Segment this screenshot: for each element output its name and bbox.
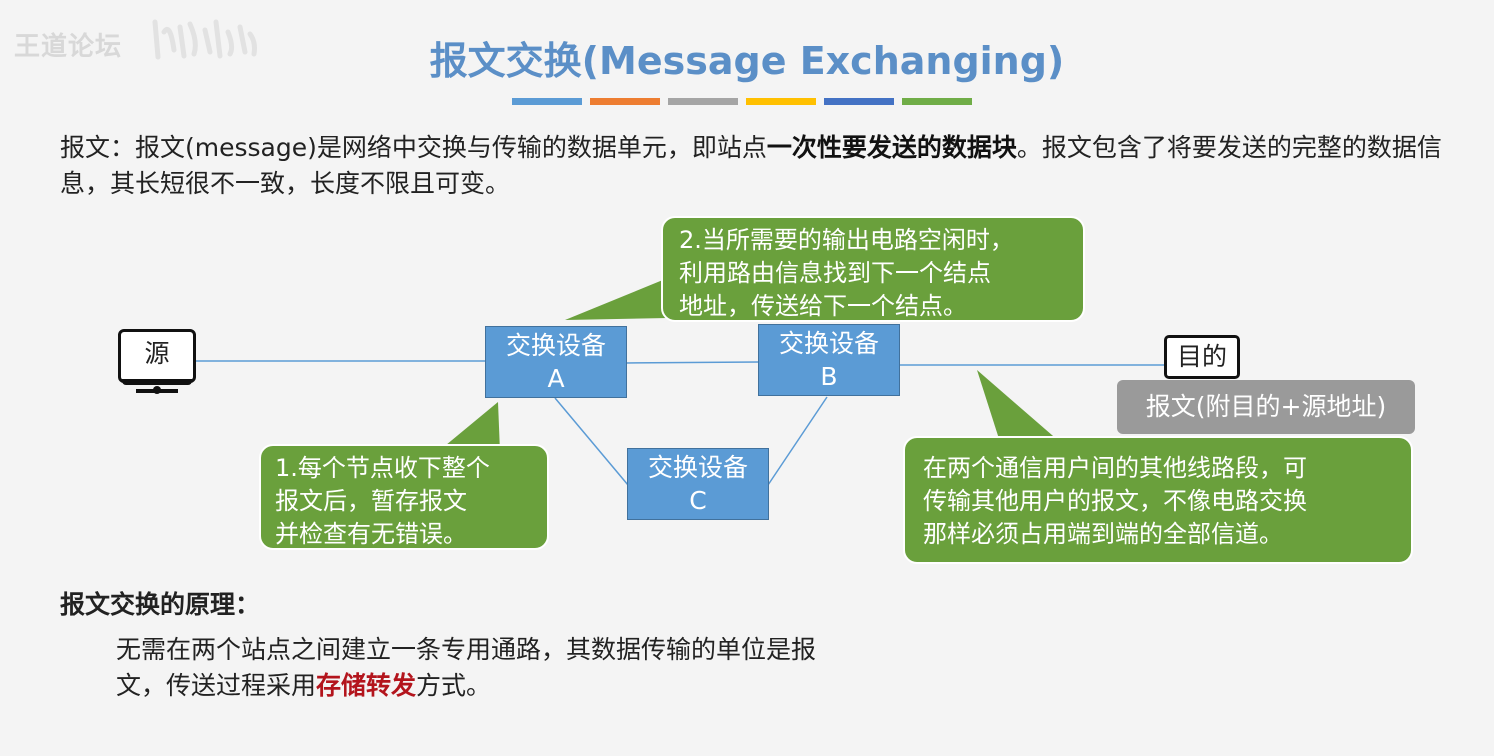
title-bar-segment [590, 98, 660, 105]
intro-text-1: 报文：报文(message)是网络中交换与传输的数据单元，即站点 [60, 133, 767, 162]
source-stand [122, 379, 192, 385]
callout-3-line-2: 传输其他用户的报文，不像电路交换 [923, 487, 1307, 515]
principle-text-1: 无需在两个站点之间建立一条专用通路，其数据传输的单位是报文，传送过程采用 [116, 635, 817, 700]
callout-2-line-2: 利用路由信息找到下一个结点 [679, 259, 991, 287]
intro-bold-text: 一次性要发送的数据块 [766, 133, 1017, 162]
destination-label: 目的 [1176, 342, 1227, 371]
watermark-logo: 王道论坛 [14, 32, 123, 62]
switch-a: 交换设备 A [485, 326, 627, 398]
title-color-bar [512, 98, 972, 105]
link-a-b [625, 361, 760, 364]
principle-heading: 报文交换的原理： [60, 590, 261, 619]
switch-b-name: 交换设备 [778, 329, 879, 358]
intro-text-2: 。报文包含了将要发送的完整的数据信息，其长短很不一致，长度不限且可变。 [60, 133, 1442, 198]
intro-paragraph: 报文：报文(message)是网络中交换与传输的数据单元，即站点一次性要发送的数… [60, 130, 1480, 202]
title-bar-segment [902, 98, 972, 105]
callout-3-line-3: 那样必须占用端到端的全部信道。 [923, 520, 1283, 548]
callout-other-users: 在两个通信用户间的其他线路段，可 传输其他用户的报文，不像电路交换 那样必须占用… [903, 436, 1413, 564]
page-title: 报文交换(Message Exchanging) [429, 39, 1065, 83]
switch-a-name: 交换设备 [505, 331, 606, 360]
callout-3-line-1: 在两个通信用户间的其他线路段，可 [923, 454, 1307, 482]
link-a-c [554, 397, 629, 486]
switch-c-name: 交换设备 [647, 453, 748, 482]
link-b-c [767, 396, 828, 486]
source-dot [153, 386, 161, 394]
callout-2-tail [565, 275, 675, 320]
callout-store: 1.每个节点收下整个 报文后，暂存报文 并检查有无错误。 [259, 444, 549, 550]
title-bar-segment [512, 98, 582, 105]
switch-c: 交换设备 C [627, 448, 769, 520]
callout-1-tail [440, 402, 500, 452]
callout-1-line-3: 并检查有无错误。 [275, 520, 467, 548]
title-bar-segment [668, 98, 738, 105]
message-label: 报文(附目的+源地址) [1117, 380, 1415, 434]
title-bar-segment [746, 98, 816, 105]
title-bar-segment [824, 98, 894, 105]
callout-3-tail [977, 370, 1060, 442]
switch-b-letter: B [820, 362, 838, 391]
switch-a-letter: A [547, 364, 565, 393]
principle-highlight: 存储转发 [316, 671, 417, 700]
callout-2-line-1: 2.当所需要的输出电路空闲时， [679, 226, 1014, 254]
callout-2-line-3: 地址，传送给下一个结点。 [679, 292, 967, 320]
callout-1-line-2: 报文后，暂存报文 [275, 487, 467, 515]
switch-b: 交换设备 B [758, 324, 900, 396]
source-screen: 源 [118, 329, 196, 383]
source-label: 源 [144, 339, 170, 368]
principle-paragraph: 无需在两个站点之间建立一条专用通路，其数据传输的单位是报文，传送过程采用存储转发… [116, 632, 856, 704]
source-computer: 源 [118, 329, 196, 395]
callout-1-line-1: 1.每个节点收下整个 [275, 454, 490, 482]
callout-routing: 2.当所需要的输出电路空闲时， 利用路由信息找到下一个结点 地址，传送给下一个结… [661, 216, 1085, 322]
destination-box: 目的 [1164, 335, 1240, 379]
watermark-scribble [152, 19, 257, 60]
switch-c-letter: C [689, 486, 707, 515]
principle-text-2: 方式。 [416, 671, 492, 700]
